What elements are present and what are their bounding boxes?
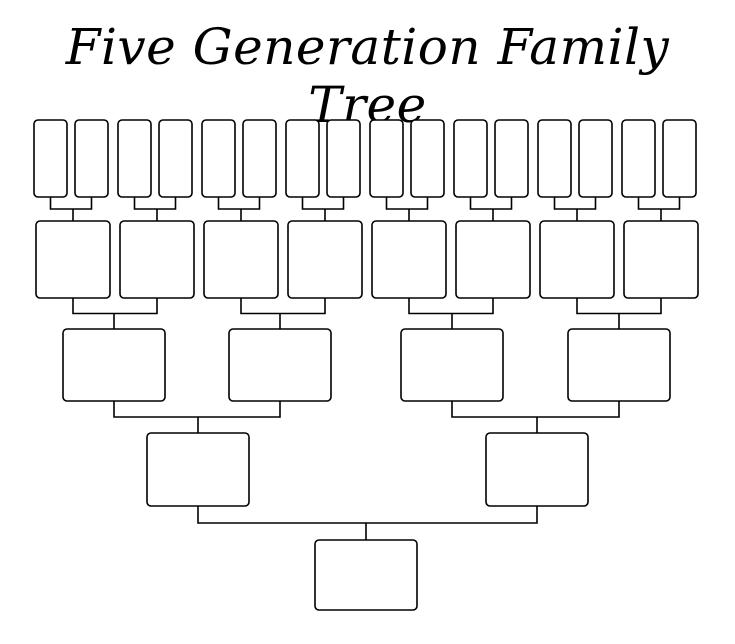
page-title: Five Generation Family Tree (65, 18, 670, 134)
grandparent-box (400, 328, 504, 402)
connector-gen5-to-gen4 (217, 197, 261, 221)
connector-gen3-to-gen2 (113, 401, 281, 433)
parent-box (146, 432, 250, 507)
connector-gen5-to-gen4 (385, 197, 429, 221)
connector-gen4-to-gen3 (72, 298, 158, 329)
connector-gen3-to-gen2 (451, 401, 620, 433)
connector-gen4-to-gen3 (240, 298, 326, 329)
grandparent-box (228, 328, 332, 402)
grandparent-box (62, 328, 166, 402)
self-box (314, 539, 418, 611)
connector-gen4-to-gen3 (576, 298, 662, 329)
connector-gen4-to-gen3 (408, 298, 494, 329)
great-great-grandparent-box (201, 119, 236, 198)
great-grandparent-box (35, 220, 111, 299)
great-great-grandparent-box (242, 119, 277, 198)
great-great-grandparent-box (285, 119, 320, 198)
great-grandparent-box (371, 220, 447, 299)
tree-connectors (49, 197, 681, 540)
connector-gen5-to-gen4 (301, 197, 345, 221)
connector-gen5-to-gen4 (133, 197, 177, 221)
great-grandparent-box (623, 220, 699, 299)
connector-gen5-to-gen4 (49, 197, 93, 221)
great-great-grandparent-box (369, 119, 404, 198)
great-great-grandparent-box (158, 119, 193, 198)
great-great-grandparent-box (621, 119, 656, 198)
connector-gen5-to-gen4 (637, 197, 681, 221)
grandparent-box (567, 328, 671, 402)
great-grandparent-box (539, 220, 615, 299)
connector-gen5-to-gen4 (469, 197, 513, 221)
great-great-grandparent-box (662, 119, 697, 198)
parent-box (485, 432, 589, 507)
great-grandparent-box (455, 220, 531, 299)
great-great-grandparent-box (74, 119, 109, 198)
great-great-grandparent-box (33, 119, 68, 198)
great-great-grandparent-box (326, 119, 361, 198)
tree-boxes (33, 119, 699, 611)
connector-gen2-to-gen1 (197, 506, 538, 540)
great-grandparent-box (203, 220, 279, 299)
great-grandparent-box (287, 220, 363, 299)
great-great-grandparent-box (453, 119, 488, 198)
great-great-grandparent-box (410, 119, 445, 198)
great-grandparent-box (119, 220, 195, 299)
great-great-grandparent-box (578, 119, 613, 198)
great-great-grandparent-box (537, 119, 572, 198)
great-great-grandparent-box (494, 119, 529, 198)
great-great-grandparent-box (117, 119, 152, 198)
connector-gen5-to-gen4 (553, 197, 597, 221)
